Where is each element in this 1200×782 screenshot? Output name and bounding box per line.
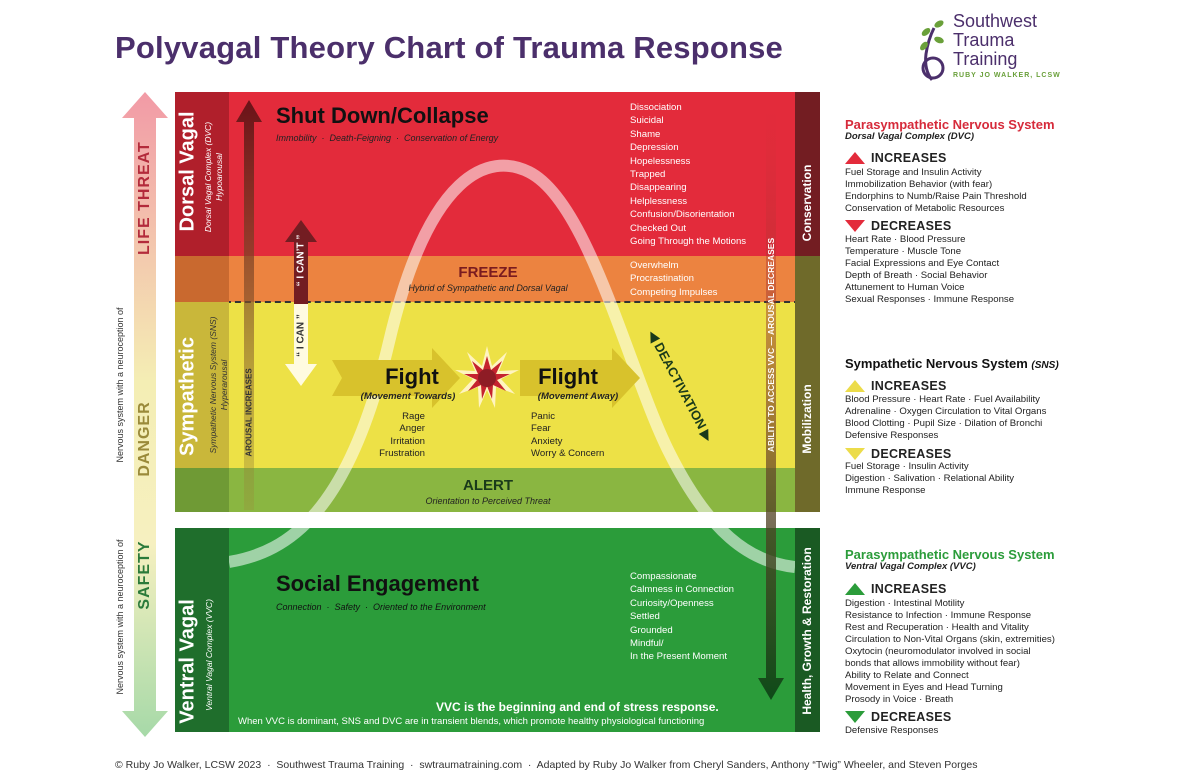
- mobilization-label: Mobilization: [800, 384, 814, 454]
- increase-triangle-icon: [845, 151, 865, 164]
- vvc-subtitle: Ventral Vagal Complex (VVC): [845, 561, 976, 572]
- dorsal-sub1: Dorsal Vagal Complex (DVC): [203, 121, 213, 233]
- freeze-divider: [175, 301, 820, 303]
- sympathetic-label: Sympathetic: [176, 337, 199, 456]
- alert-band: [175, 468, 820, 512]
- conservation-column: [795, 92, 820, 256]
- sympathetic-sub2: Hyperarousal: [219, 359, 229, 411]
- neuroception-danger-label: Nervous system with a neuroception of: [115, 307, 125, 463]
- decrease-triangle-icon: [845, 219, 865, 232]
- threat-safety-arrow: [122, 92, 168, 737]
- neuroception-safety-label: Nervous system with a neuroception of: [115, 539, 125, 695]
- logo: [912, 10, 1072, 85]
- freeze-band: [175, 256, 820, 302]
- vvc-title: Parasympathetic Nervous System: [845, 547, 1055, 562]
- flight-subtitle: (Movement Away): [537, 391, 619, 402]
- danger-label: DANGER: [136, 401, 153, 477]
- vvc-increases-header: INCREASES: [845, 580, 947, 598]
- safety-label: SAFETY: [136, 540, 153, 610]
- alert-subtitle: Orientation to Perceived Threat: [425, 496, 551, 506]
- fight-arrow: [332, 348, 460, 408]
- shutdown-title: Shut Down/Collapse: [276, 103, 489, 128]
- sns-increases-header: INCREASES: [845, 377, 947, 395]
- ventral-vagal-label: Ventral Vagal: [176, 599, 199, 724]
- arousal-curve: [229, 159, 795, 573]
- dorsal-sub2: Hypoarousal: [214, 153, 224, 201]
- health-column: [795, 528, 820, 732]
- increase-triangle-icon: [845, 582, 865, 595]
- ventral-sub1: Ventral Vagal Complex (VVC): [204, 599, 214, 711]
- ability-access-label: ABILITY TO ACCESS VVC — AROUSAL DECREASE…: [766, 237, 776, 453]
- decrease-triangle-icon: [845, 710, 865, 723]
- arousal-increases-arrow: [236, 100, 262, 510]
- shutdown-band: [175, 92, 820, 256]
- dvc-title: Parasympathetic Nervous System: [845, 117, 1055, 132]
- page-title: Polyvagal Theory Chart of Trauma Respons…: [115, 30, 783, 65]
- freeze-title: FREEZE: [458, 264, 518, 281]
- flight-arrow: [520, 348, 640, 408]
- decrease-triangle-icon: [845, 447, 865, 460]
- dvc-increases-header: INCREASES: [845, 149, 947, 167]
- conservation-label: Conservation: [800, 164, 814, 242]
- health-label: Health, Growth & Restoration: [800, 547, 814, 715]
- i-can-arrow: [285, 304, 317, 386]
- freeze-subtitle: Hybrid of Sympathetic and Dorsal Vagal: [408, 283, 568, 293]
- vvc-decreases-list: Defensive Responses: [845, 725, 939, 736]
- logo-subtitle: RUBY JO WALKER, LCSW: [953, 72, 1061, 79]
- mobilization-column: [795, 256, 820, 512]
- social-subtitle: Connection · Safety · Oriented to the En…: [276, 602, 486, 612]
- footer-credits: © Ruby Jo Walker, LCSW 2023 · Southwest …: [115, 759, 978, 771]
- dvc-decreases-header: DECREASES: [845, 217, 952, 235]
- social-footer-bold: VVC is the beginning and end of stress r…: [436, 700, 719, 714]
- sympathetic-sub1: Sympathetic Nervous System (SNS): [208, 316, 218, 454]
- i-cant-arrow: [285, 220, 317, 304]
- life-threat-label: LIFE THREAT: [136, 141, 153, 255]
- sns-decreases-header: DECREASES: [845, 445, 952, 463]
- sympathetic-column: [175, 302, 229, 468]
- ventral-column: [175, 528, 229, 732]
- plant-logo-icon: [920, 20, 945, 81]
- social-title: Social Engagement: [276, 571, 479, 596]
- flight-title: Flight: [538, 364, 598, 389]
- sns-increases-list: Blood Pressure · Heart Rate · Fuel Avail…: [845, 394, 1047, 441]
- ability-access-vvc-arrow: [758, 110, 784, 700]
- sns-title: Sympathetic Nervous System (SNS): [845, 356, 1059, 371]
- social-footer: When VVC is dominant, SNS and DVC are in…: [238, 716, 705, 727]
- fight-title: Fight: [385, 364, 439, 389]
- freeze-column: [175, 256, 229, 302]
- dvc-subtitle: Dorsal Vagal Complex (DVC): [845, 131, 974, 142]
- increase-triangle-icon: [845, 379, 865, 392]
- fight-subtitle: (Movement Towards): [360, 391, 456, 402]
- vvc-decreases-header: DECREASES: [845, 708, 952, 726]
- social-band: [175, 528, 820, 732]
- alert-column: [175, 468, 229, 512]
- dorsal-vagal-label: Dorsal Vagal: [176, 111, 199, 232]
- alert-title: ALERT: [463, 477, 513, 494]
- dorsal-column: [175, 92, 229, 256]
- starburst-icon: [455, 346, 519, 408]
- shutdown-subtitle: Immobility · Death-Feigning · Conservati…: [276, 133, 499, 143]
